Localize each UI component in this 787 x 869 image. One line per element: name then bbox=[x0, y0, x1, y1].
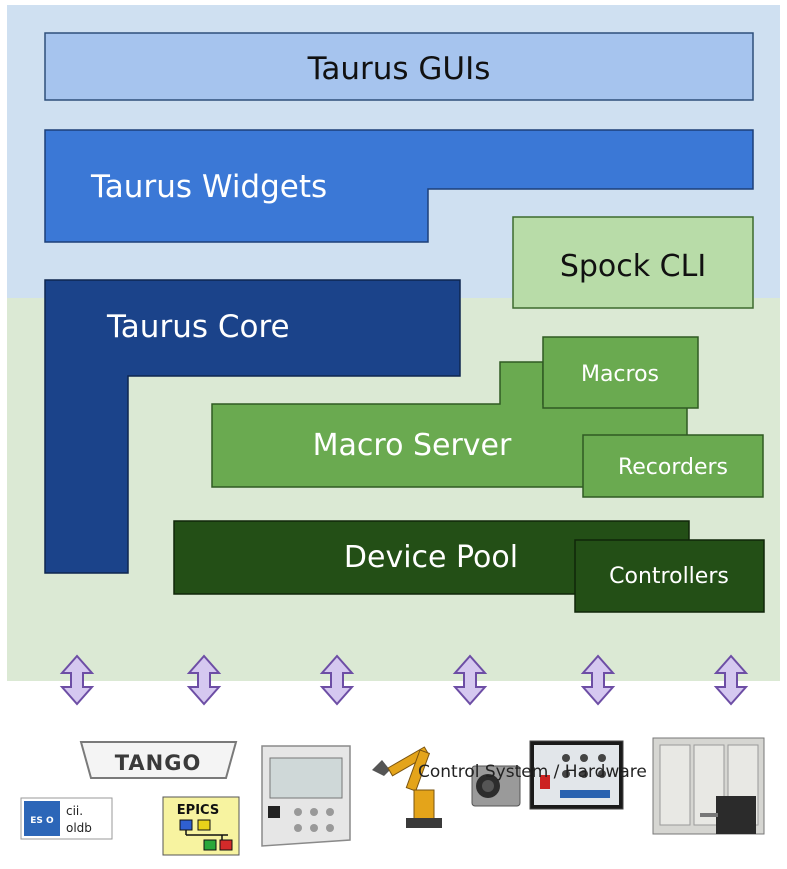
spock-cli-box bbox=[512, 216, 754, 309]
control-system-caption: Control System / Hardware bbox=[418, 762, 647, 782]
tango-logo: TANGO bbox=[79, 741, 238, 779]
device-pool-label: Device Pool bbox=[344, 540, 518, 575]
oldb-label: oldb bbox=[66, 821, 92, 835]
taurus-widgets-box bbox=[44, 129, 754, 243]
macros-box bbox=[542, 336, 699, 409]
taurus-core-box bbox=[44, 279, 461, 574]
motor-cabinet-image bbox=[652, 737, 765, 835]
eso-cii-logo: ES O cii. oldb bbox=[20, 797, 113, 840]
double-arrow-icon bbox=[452, 654, 488, 706]
double-arrow-icon bbox=[319, 654, 355, 706]
double-arrow-icon bbox=[580, 654, 616, 706]
cii-label: cii. bbox=[66, 804, 83, 818]
camera-image bbox=[471, 765, 521, 807]
macros-label: Macros bbox=[581, 362, 659, 387]
taurus-core-label: Taurus Core bbox=[106, 309, 290, 345]
taurus-widgets-label: Taurus Widgets bbox=[90, 169, 327, 205]
recorders-box bbox=[582, 434, 764, 498]
robot-arm-image bbox=[372, 746, 442, 828]
eso-logo-text: ES O bbox=[30, 816, 54, 826]
double-arrow-icon bbox=[713, 654, 749, 706]
macro-server-label: Macro Server bbox=[313, 428, 512, 463]
taurus-guis-box bbox=[44, 32, 754, 101]
rack-module-image bbox=[529, 740, 624, 810]
epics-logo-text: EPICS bbox=[177, 803, 219, 818]
controllers-label: Controllers bbox=[609, 564, 729, 589]
recorders-label: Recorders bbox=[618, 455, 728, 480]
epics-logo: EPICS bbox=[162, 796, 240, 856]
tango-logo-text: TANGO bbox=[115, 751, 202, 775]
spock-cli-label: Spock CLI bbox=[560, 249, 706, 284]
double-arrow-icon bbox=[186, 654, 222, 706]
taurus-guis-label: Taurus GUIs bbox=[307, 51, 491, 87]
double-arrow-icon bbox=[59, 654, 95, 706]
controllers-box bbox=[574, 539, 765, 613]
controller-unit-image bbox=[261, 745, 351, 847]
